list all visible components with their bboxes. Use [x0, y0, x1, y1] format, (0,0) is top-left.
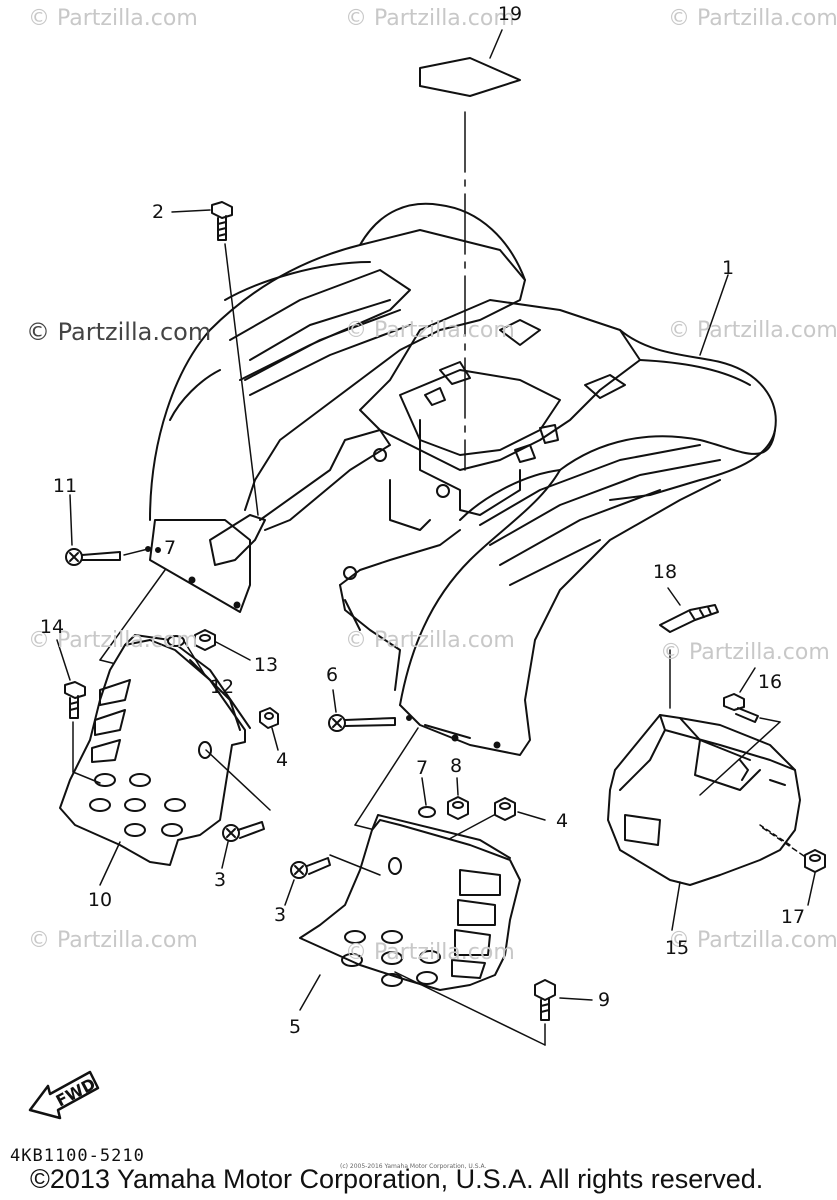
callout-17[interactable]: 17 [780, 906, 806, 928]
callout-8[interactable]: 8 [449, 755, 463, 777]
part-19-pad[interactable] [419, 57, 521, 97]
watermark-mid-left: © Partzilla.com [26, 318, 212, 346]
diagram-code: 4KB1100-5210 [10, 1146, 145, 1166]
watermark-bottom-right: © Partzilla.com [668, 928, 837, 953]
callout-18[interactable]: 18 [652, 561, 678, 583]
callout-7-top[interactable]: 7 [415, 757, 429, 779]
copyright-notice: ©2013 Yamaha Motor Corporation, U.S.A. A… [30, 1164, 764, 1194]
part-4-nut[interactable] [259, 707, 279, 729]
part-11-screw[interactable] [65, 548, 121, 566]
callout-9[interactable]: 9 [597, 989, 611, 1011]
part-5-right-footrest[interactable] [299, 814, 521, 991]
part-15-storage-box[interactable] [607, 714, 801, 886]
part-4-nut-right[interactable] [494, 797, 516, 821]
callout-2[interactable]: 2 [151, 201, 165, 223]
callout-3-left[interactable]: 3 [213, 869, 227, 891]
watermark-lower-center: © Partzilla.com [345, 628, 515, 653]
part-2-bolt[interactable] [211, 201, 233, 241]
callout-13[interactable]: 13 [253, 654, 279, 676]
callout-11[interactable]: 11 [52, 475, 78, 497]
part-3-screw[interactable] [222, 821, 265, 842]
part-10-left-footrest[interactable] [59, 634, 251, 866]
watermark-lower-right: © Partzilla.com [660, 640, 830, 665]
part-1-rear-fender[interactable] [145, 202, 777, 756]
part-17-nut[interactable] [804, 849, 826, 873]
callout-6[interactable]: 6 [325, 664, 339, 686]
watermark-top-center: © Partzilla.com [345, 6, 515, 31]
callout-7-bottom[interactable]: 7 [163, 537, 177, 559]
part-7-washer[interactable] [418, 806, 436, 818]
watermark-mid-right: © Partzilla.com [668, 318, 837, 343]
callout-3-right[interactable]: 3 [273, 904, 287, 926]
part-6-screw[interactable] [328, 714, 396, 732]
watermark-bottom-left: © Partzilla.com [28, 928, 198, 953]
part-14-bolt[interactable] [64, 681, 86, 719]
callout-1[interactable]: 1 [721, 257, 735, 279]
callout-14[interactable]: 14 [39, 616, 65, 638]
callout-12[interactable]: 12 [209, 676, 235, 698]
part-3-screw-right[interactable] [290, 857, 331, 879]
callout-4-right[interactable]: 4 [555, 810, 569, 832]
callout-19[interactable]: 19 [497, 3, 523, 25]
watermark-mid-center: © Partzilla.com [345, 318, 515, 343]
watermark-top-right: © Partzilla.com [668, 6, 837, 31]
part-9-bolt[interactable] [534, 979, 556, 1021]
part-16-bolt[interactable] [723, 693, 759, 723]
callout-15[interactable]: 15 [664, 937, 690, 959]
part-18-band[interactable] [659, 604, 719, 633]
part-13-nut[interactable] [194, 629, 216, 651]
callout-4-left[interactable]: 4 [275, 749, 289, 771]
callout-16[interactable]: 16 [757, 671, 783, 693]
watermark-bottom-center: © Partzilla.com [345, 940, 515, 965]
watermark-lower-left: © Partzilla.com [28, 628, 198, 653]
part-8-nut[interactable] [447, 796, 469, 820]
fwd-arrow-icon: FWD [28, 1070, 100, 1120]
callout-10[interactable]: 10 [87, 889, 113, 911]
callout-5[interactable]: 5 [288, 1016, 302, 1038]
watermark-top-left: © Partzilla.com [28, 6, 198, 31]
small-notice: (c) 2005-2016 Yamaha Motor Corporation, … [340, 1163, 487, 1170]
